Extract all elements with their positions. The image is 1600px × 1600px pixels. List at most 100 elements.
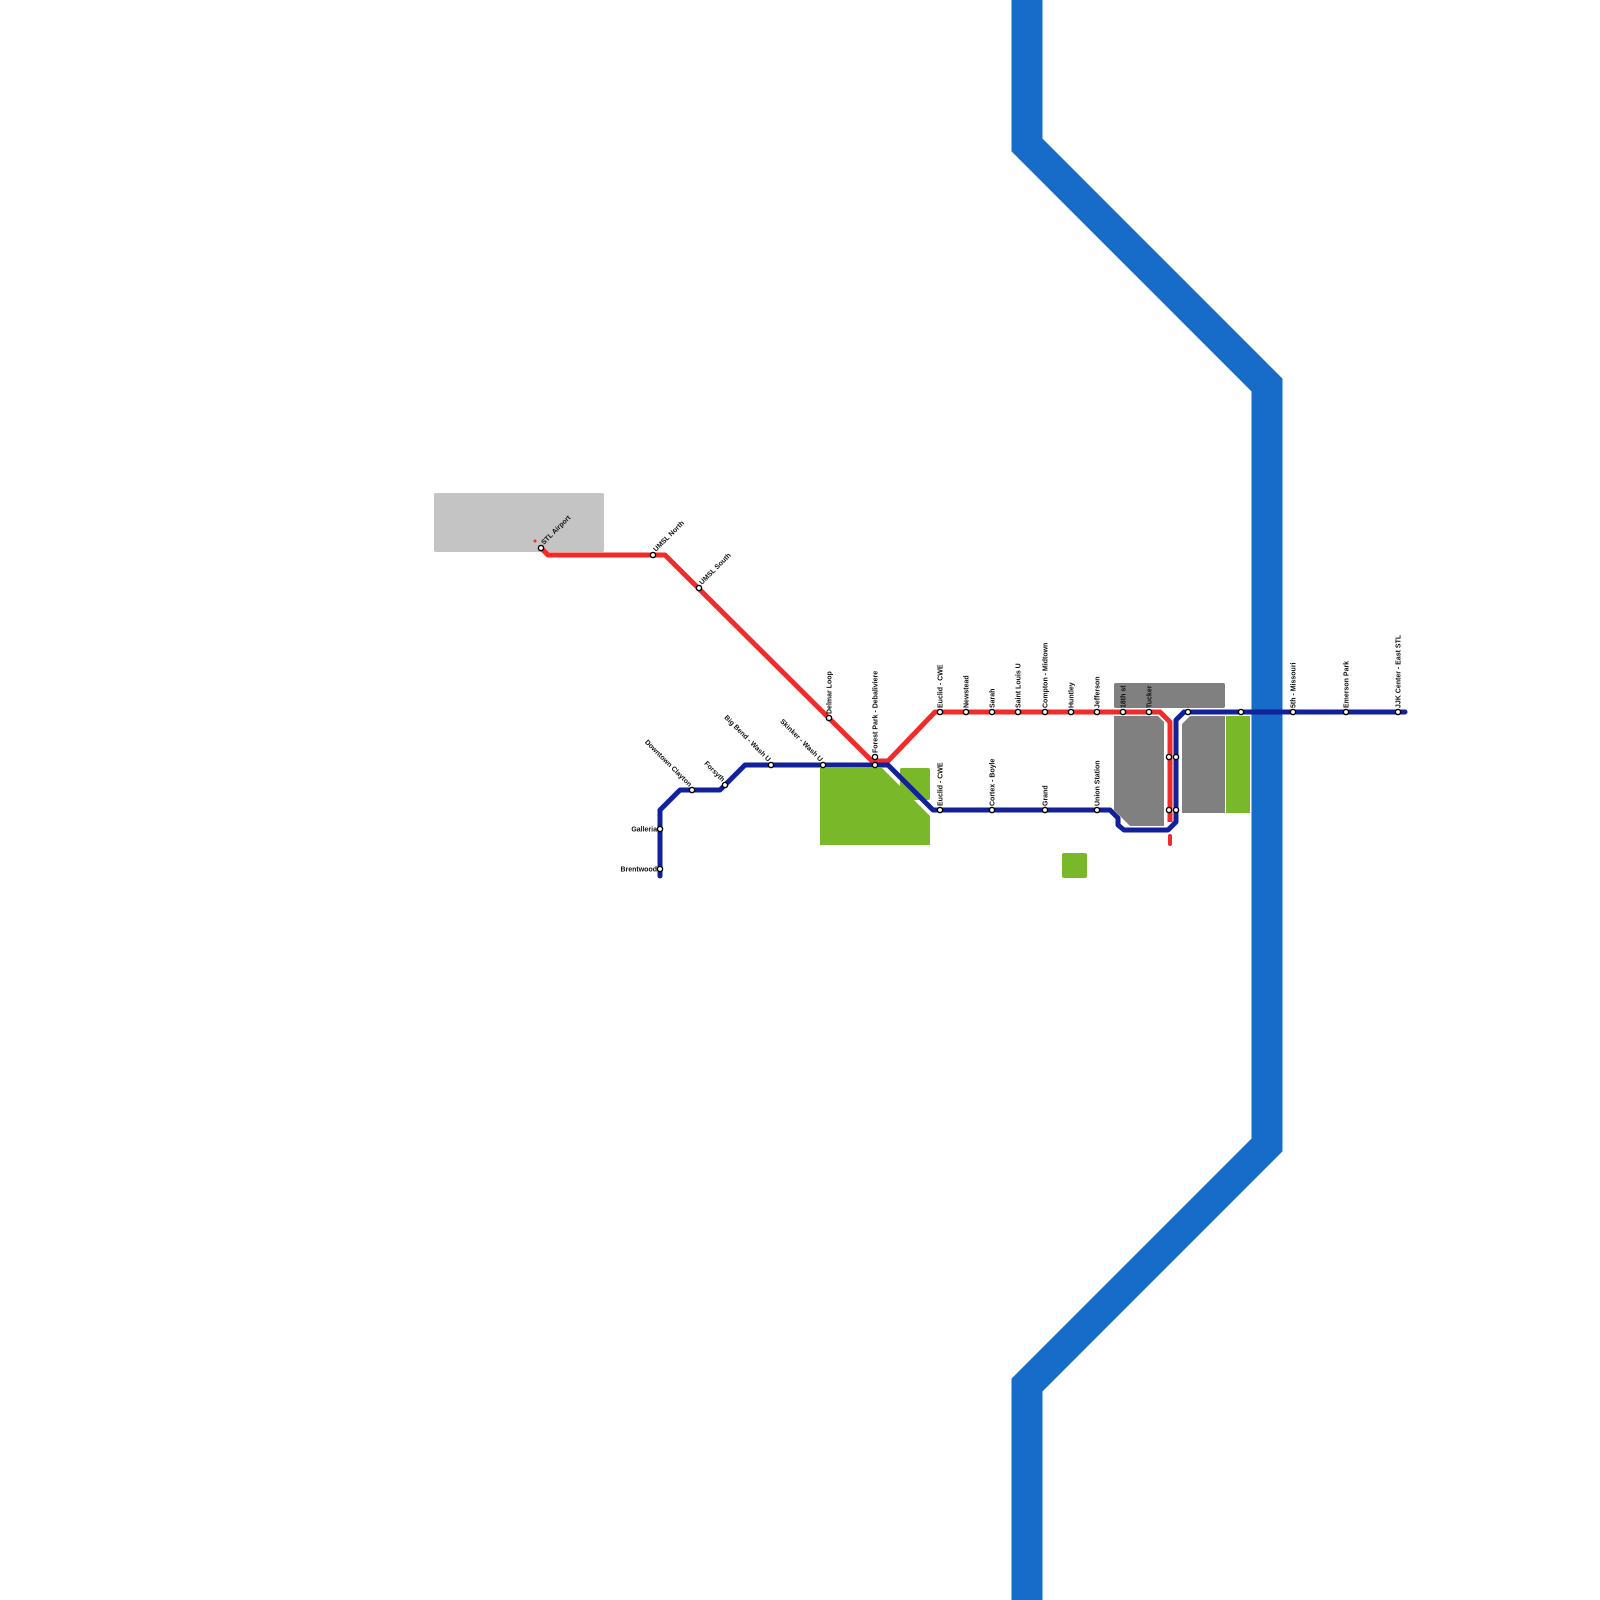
station-marker[interactable]: [1014, 708, 1022, 716]
blue-line-station[interactable]: JJK Center - East STL: [1394, 634, 1403, 716]
blue-line-station[interactable]: Downtown Clayton: [643, 739, 696, 794]
station-marker[interactable]: [1041, 708, 1049, 716]
station-marker[interactable]: [767, 761, 775, 769]
red-line-station[interactable]: Huntley: [1067, 682, 1076, 716]
red-line-station[interactable]: Tucker: [1145, 685, 1154, 716]
station-marker[interactable]: [1165, 806, 1173, 814]
red-line-station[interactable]: UMSL South: [695, 552, 733, 592]
blue-line-station[interactable]: Forsyth: [702, 760, 729, 789]
station-marker[interactable]: [1172, 806, 1180, 814]
station-label: Big Bend - Wash U: [722, 714, 771, 763]
red-line-station[interactable]: Euclid - CWE: [936, 664, 945, 716]
downtown-district-top: [1114, 683, 1225, 708]
station-marker[interactable]: [988, 806, 996, 814]
blue-line-station[interactable]: Union Station: [1093, 761, 1102, 814]
mississippi-river: [1011, 0, 1283, 1600]
interchange-station[interactable]: [1165, 753, 1173, 761]
blue-line-station[interactable]: Cortex - Boyle: [988, 758, 997, 814]
blue-line-station[interactable]: Euclid - CWE: [936, 762, 945, 814]
station-label: 18th st: [1121, 685, 1128, 708]
station-marker[interactable]: [1342, 708, 1350, 716]
park-small: [900, 768, 930, 800]
station-marker[interactable]: [1145, 708, 1153, 716]
station-marker[interactable]: [962, 708, 970, 716]
station-marker[interactable]: [871, 753, 879, 761]
station-marker[interactable]: [1067, 708, 1075, 716]
station-label: Brentwood: [620, 867, 657, 874]
station-marker[interactable]: [1041, 806, 1049, 814]
station-marker[interactable]: [1119, 708, 1127, 716]
red-line-station[interactable]: 18th st: [1119, 685, 1128, 716]
blue-line-station[interactable]: Grand: [1041, 785, 1050, 814]
station-marker[interactable]: [1172, 753, 1180, 761]
interchange-station[interactable]: [1165, 806, 1173, 814]
station-marker[interactable]: [825, 714, 833, 722]
station-label: Grand: [1043, 785, 1050, 806]
station-marker[interactable]: [819, 761, 827, 769]
station-marker[interactable]: [871, 761, 879, 769]
station-marker[interactable]: [656, 825, 664, 833]
station-label: Euclid - CWE: [938, 664, 945, 708]
red-line[interactable]: [539, 546, 1173, 822]
downtown-district-left: [1114, 716, 1164, 826]
station-marker[interactable]: [988, 708, 996, 716]
station-label: Emerson Park: [1344, 661, 1351, 708]
interchange-station[interactable]: [871, 761, 879, 769]
blue-line-station[interactable]: Brentwood: [620, 865, 664, 874]
station-label: Skinker - Wash U: [778, 718, 823, 763]
station-label: UMSL North: [652, 520, 685, 553]
station-marker[interactable]: [1237, 708, 1245, 716]
station-label: Tucker: [1147, 685, 1154, 708]
station-marker[interactable]: [656, 865, 664, 873]
station-label: Newstead: [964, 675, 971, 708]
airport-marker: [533, 539, 537, 543]
blue-line-station[interactable]: Galleria: [631, 825, 664, 834]
red-line-station[interactable]: UMSL North: [649, 520, 686, 559]
station-marker[interactable]: [537, 544, 545, 552]
red-line-station[interactable]: Forest Park - Debaliviere: [871, 671, 880, 761]
station-label: Galleria: [631, 827, 657, 834]
interchange-station[interactable]: [1184, 708, 1192, 716]
station-marker[interactable]: [1289, 708, 1297, 716]
station-label: Sarah: [990, 689, 997, 708]
red-line-station[interactable]: Newstead: [962, 675, 971, 716]
red-line-station[interactable]: Compton - Midtown: [1041, 643, 1050, 716]
station-marker[interactable]: [695, 584, 703, 592]
station-marker[interactable]: [1093, 708, 1101, 716]
station-label: JJK Center - East STL: [1396, 634, 1403, 708]
red-line-station[interactable]: Saint Louis U: [1014, 663, 1023, 716]
station-marker[interactable]: [649, 551, 657, 559]
station-label: Jefferson: [1095, 676, 1102, 708]
station-label: Forsyth: [702, 760, 725, 783]
red-line-station[interactable]: Sarah: [988, 689, 997, 716]
interchange-station[interactable]: [1172, 753, 1180, 761]
blue-line[interactable]: [657, 709, 1408, 879]
blue-line-station[interactable]: Emerson Park: [1342, 661, 1351, 716]
station-label: 5th - Missouri: [1291, 662, 1298, 708]
red-line-station[interactable]: Jefferson: [1093, 676, 1102, 716]
station-label: Forest Park - Debaliviere: [873, 671, 880, 753]
station-label: Euclid - CWE: [938, 762, 945, 806]
station-label: Cortex - Boyle: [990, 758, 997, 806]
red-line-station[interactable]: Delmar Loop: [825, 671, 834, 722]
interchange-station[interactable]: [1237, 708, 1245, 716]
blue-line-station[interactable]: Skinker - Wash U: [778, 718, 827, 769]
station-marker[interactable]: [1184, 708, 1192, 716]
station-label: Delmar Loop: [827, 671, 834, 714]
station-marker[interactable]: [1394, 708, 1402, 716]
station-marker[interactable]: [721, 781, 729, 789]
blue-line-station[interactable]: Big Bend - Wash U: [722, 714, 775, 769]
station-marker[interactable]: [936, 708, 944, 716]
station-marker[interactable]: [688, 786, 696, 794]
blue-line-station[interactable]: 5th - Missouri: [1289, 662, 1298, 716]
station-label: Saint Louis U: [1016, 663, 1023, 708]
station-label: UMSL South: [698, 552, 732, 586]
interchange-station[interactable]: [1172, 806, 1180, 814]
station-marker[interactable]: [1093, 806, 1101, 814]
station-marker[interactable]: [936, 806, 944, 814]
station-label: Compton - Midtown: [1043, 643, 1050, 708]
downtown-district-right: [1182, 716, 1225, 813]
park-south: [1062, 853, 1087, 878]
station-marker[interactable]: [1165, 753, 1173, 761]
